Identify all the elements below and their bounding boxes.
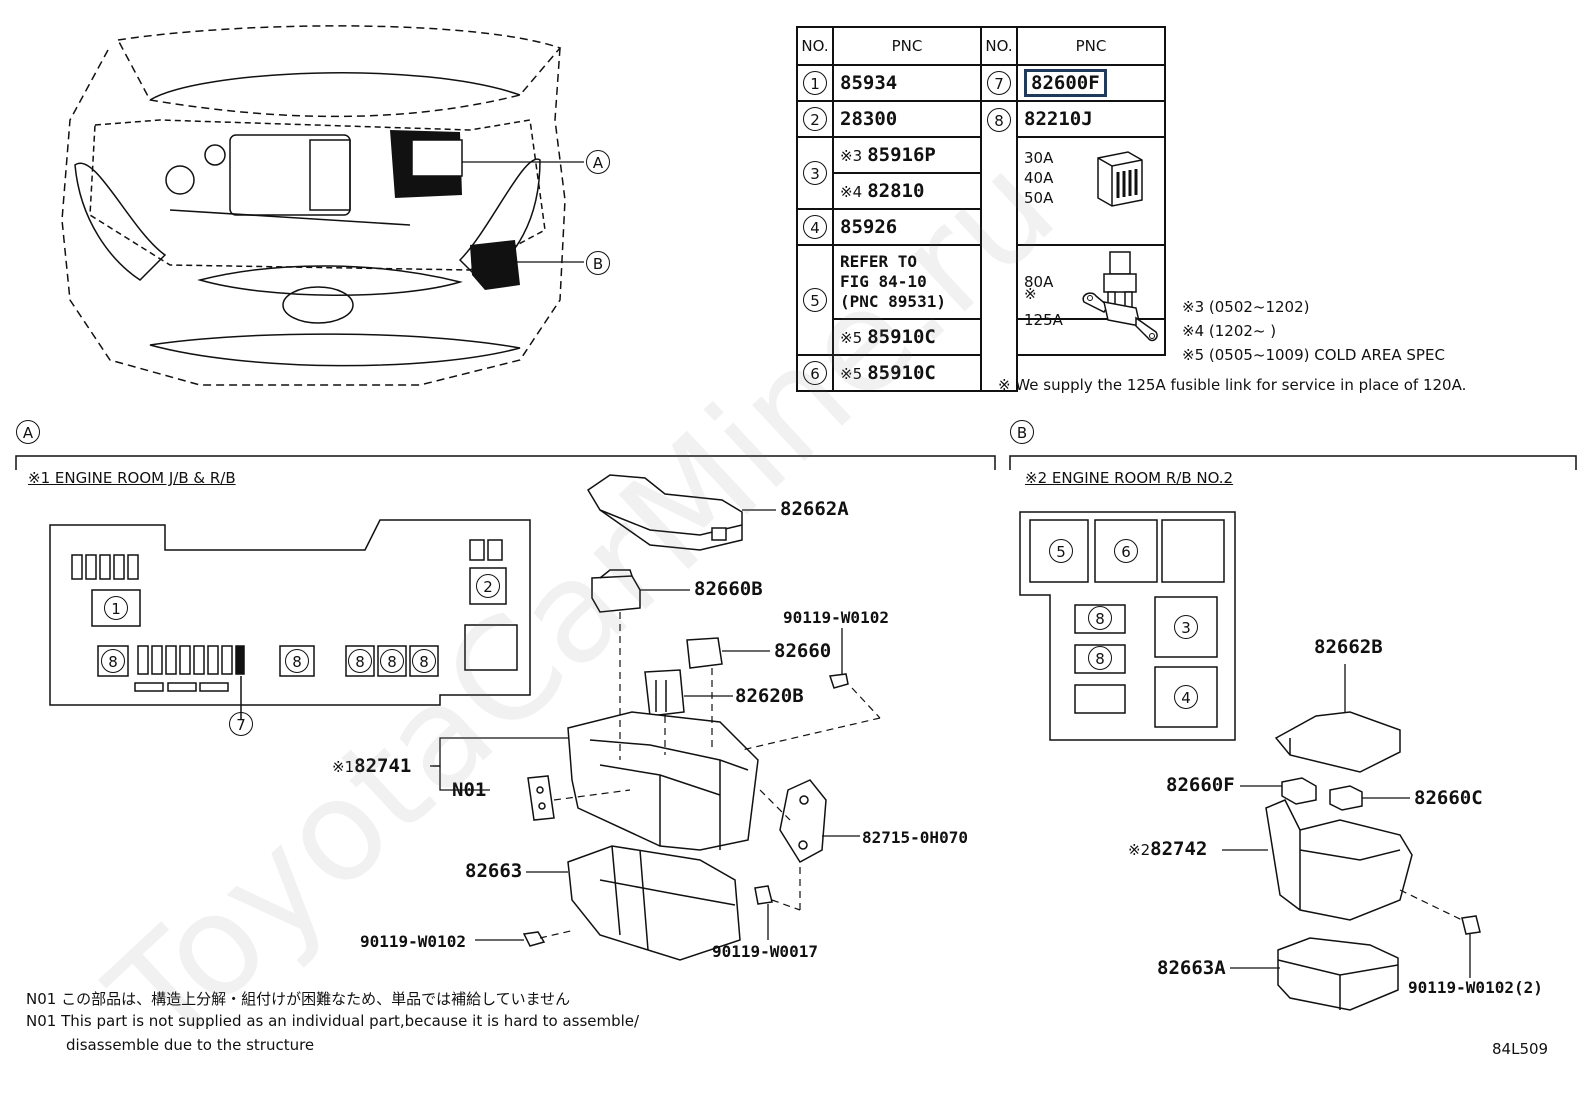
note-supply: ※ We supply the 125A fusible link for se… xyxy=(998,376,1467,394)
pnc-table: NO. PNC NO. PNC 1 85934 7 82600F 2 28300… xyxy=(796,26,1166,392)
pnc-value-highlight: 82600F xyxy=(1024,69,1107,97)
part-90119-w0102-2: 90119-W0102(2) xyxy=(1408,978,1543,997)
spec-mark: ※5 xyxy=(840,365,863,383)
section-b-marker: B xyxy=(1010,420,1034,444)
car-front-illustration xyxy=(61,25,584,386)
row-number: 1 xyxy=(803,71,827,95)
header-no: NO. xyxy=(796,26,834,66)
fuse-amp: 50A xyxy=(1024,189,1054,207)
spec-mark: ※4 xyxy=(840,183,863,201)
refer-text: FIG 84-10 xyxy=(840,272,927,291)
note-3: ※3 (0502~1202) xyxy=(1182,298,1310,316)
section-a-marker: A xyxy=(16,420,40,444)
box-number-8: 8 xyxy=(412,649,436,673)
note-5: ※5 (0505~1009) COLD AREA SPEC xyxy=(1182,346,1445,364)
part-90119-w0102-top: 90119-W0102 xyxy=(783,608,889,627)
footer-note-jp: N01 この部品は、構造上分解・組付けが困難なため、単品では補給していません xyxy=(26,990,571,1008)
section-a-title: ※1 ENGINE ROOM J/B & R/B xyxy=(28,469,236,487)
footer-note-en-2: disassemble due to the structure xyxy=(66,1036,315,1054)
pnc-value: 28300 xyxy=(832,100,982,138)
box-number-8: 8 xyxy=(101,649,125,673)
rb2-top-layout xyxy=(1019,511,1236,741)
part-82715-0h070: 82715-0H070 xyxy=(862,828,968,847)
fusible-link-icon xyxy=(1082,292,1158,342)
pnc-value: 85910C xyxy=(867,362,936,384)
part-82663: 82663 xyxy=(465,860,523,882)
fuse-amp: ※ xyxy=(1024,285,1037,303)
box-number-8: 8 xyxy=(285,649,309,673)
row-number: 3 xyxy=(803,161,827,185)
pnc-value: 85926 xyxy=(832,208,982,246)
row-number: 2 xyxy=(803,107,827,131)
pnc-value: 85910C xyxy=(867,326,936,348)
callout-a: A xyxy=(586,150,610,174)
part-90119-w0017: 90119-W0017 xyxy=(712,942,818,961)
pnc-value: 82810 xyxy=(867,180,925,202)
part-82660B: 82660B xyxy=(694,578,763,600)
part-82660C: 82660C xyxy=(1414,787,1483,809)
header-no-2: NO. xyxy=(980,26,1018,66)
part-82662A: 82662A xyxy=(780,498,849,520)
pnc-value: 82210J xyxy=(1016,100,1166,138)
row-number: 7 xyxy=(987,71,1011,95)
header-pnc-2: PNC xyxy=(1016,26,1166,66)
callout-b: B xyxy=(586,251,610,275)
refer-text: REFER TO xyxy=(840,252,918,271)
fuse-amp: 40A xyxy=(1024,169,1054,187)
jb-exploded-view xyxy=(430,474,881,961)
spec-mark: ※1 xyxy=(332,758,355,776)
part-82660: 82660 xyxy=(774,640,832,662)
part-82660F: 82660F xyxy=(1166,774,1235,796)
box-number-5: 5 xyxy=(1049,539,1073,563)
section-b-title: ※2 ENGINE ROOM R/B NO.2 xyxy=(1025,469,1234,487)
part-82741: ※182741 xyxy=(332,755,411,777)
part-number: 82742 xyxy=(1150,838,1208,860)
spec-mark: ※2 xyxy=(1128,841,1151,859)
diagram-code: 84L509 xyxy=(1492,1040,1549,1058)
box-number-8: 8 xyxy=(1088,646,1112,670)
box-number-3: 3 xyxy=(1174,615,1198,639)
box-number-1: 1 xyxy=(104,596,128,620)
pnc-value: 85934 xyxy=(832,64,982,102)
box-number-4: 4 xyxy=(1174,685,1198,709)
row-number: 4 xyxy=(803,215,827,239)
pnc-value: 85916P xyxy=(867,144,936,166)
box-number-8: 8 xyxy=(348,649,372,673)
part-82620B: 82620B xyxy=(735,685,804,707)
part-n01: N01 xyxy=(452,779,487,801)
fuse-cartridge-icon xyxy=(1097,151,1143,207)
row-number: 6 xyxy=(803,361,827,385)
spec-mark: ※3 xyxy=(840,147,863,165)
jb-top-layout xyxy=(49,519,531,720)
fuse-amp: 30A xyxy=(1024,149,1054,167)
note-4: ※4 (1202~ ) xyxy=(1182,322,1277,340)
rb2-exploded-view xyxy=(1222,664,1481,1011)
fuse-amp: 80A xyxy=(1024,273,1054,291)
refer-text: (PNC 89531) xyxy=(840,292,946,311)
part-82662B: 82662B xyxy=(1314,636,1383,658)
fuse-amp: 125A xyxy=(1024,311,1063,329)
fuse-cell-1: 30A 40A 50A xyxy=(1018,138,1164,244)
footer-note-en-1: N01 This part is not supplied as an indi… xyxy=(26,1012,640,1030)
header-pnc: PNC xyxy=(832,26,982,66)
box-number-8: 8 xyxy=(1088,606,1112,630)
part-90119-w0102-bottom: 90119-W0102 xyxy=(360,932,466,951)
part-82742: ※282742 xyxy=(1128,838,1207,860)
part-82663A: 82663A xyxy=(1157,957,1226,979)
row-number: 5 xyxy=(803,288,827,312)
box-number-7: 7 xyxy=(229,712,253,736)
box-number-2: 2 xyxy=(476,574,500,598)
box-number-8: 8 xyxy=(380,649,404,673)
fuse-cell-3: ※ 125A xyxy=(1018,285,1164,354)
section-brackets xyxy=(15,455,1577,470)
spec-mark: ※5 xyxy=(840,329,863,347)
row-number: 8 xyxy=(987,108,1011,132)
part-number: 82741 xyxy=(354,755,412,777)
box-number-6: 6 xyxy=(1114,539,1138,563)
